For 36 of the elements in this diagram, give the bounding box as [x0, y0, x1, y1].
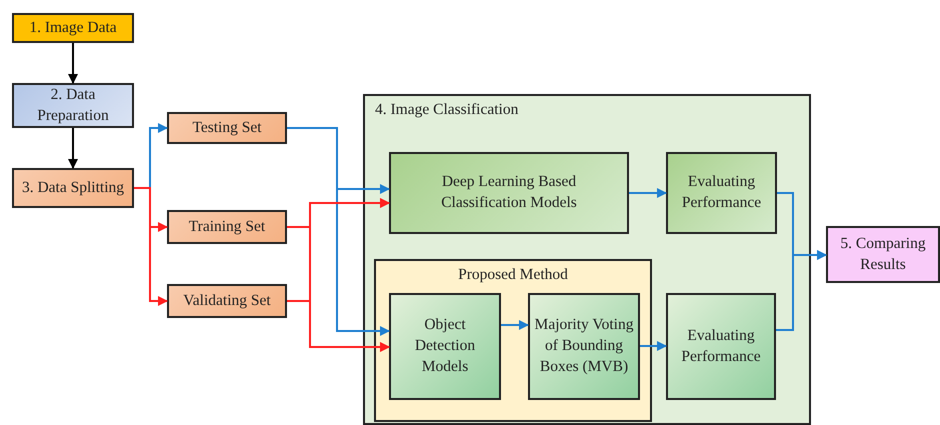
process-box [826, 226, 940, 283]
process-box [167, 112, 287, 144]
process-box [167, 284, 287, 318]
process-box [528, 293, 640, 400]
box-label: 2. Data Preparation [36, 84, 110, 126]
arrow [640, 341, 667, 351]
arrow [68, 43, 78, 84]
box-label: Validating Set [183, 290, 271, 311]
arrow [629, 188, 667, 198]
process-box [389, 293, 501, 400]
box-label: Deep Learning Based Classification Models [440, 172, 578, 213]
box-label: 4. Image Classification [375, 100, 518, 120]
process-box [666, 293, 776, 400]
box-label: Testing Set [192, 118, 262, 138]
box-label: 1. Image Data [29, 18, 117, 38]
process-box [12, 168, 134, 208]
process-box [666, 152, 777, 234]
box-label: Training Set [188, 216, 266, 237]
process-box [167, 210, 287, 244]
process-box [12, 83, 134, 128]
box-label: 3. Data Splitting [22, 178, 124, 198]
group-panel [374, 259, 652, 422]
group-panel [363, 94, 811, 425]
box-label: Evaluating Performance [680, 172, 762, 213]
box-label: Proposed Method [458, 265, 568, 285]
process-box [389, 152, 629, 234]
arrow [287, 127, 390, 336]
arrow [501, 320, 529, 330]
box-label: 5. Comparing Results [839, 234, 927, 274]
arrow [68, 128, 78, 169]
process-box [12, 13, 134, 43]
arrow [776, 250, 827, 331]
arrow [134, 187, 168, 306]
box-label: Object Detection Models [414, 315, 476, 377]
box-label: Evaluating Performance [680, 326, 762, 366]
box-label: Majority Voting of Bounding Boxes (MVB) [534, 315, 634, 377]
